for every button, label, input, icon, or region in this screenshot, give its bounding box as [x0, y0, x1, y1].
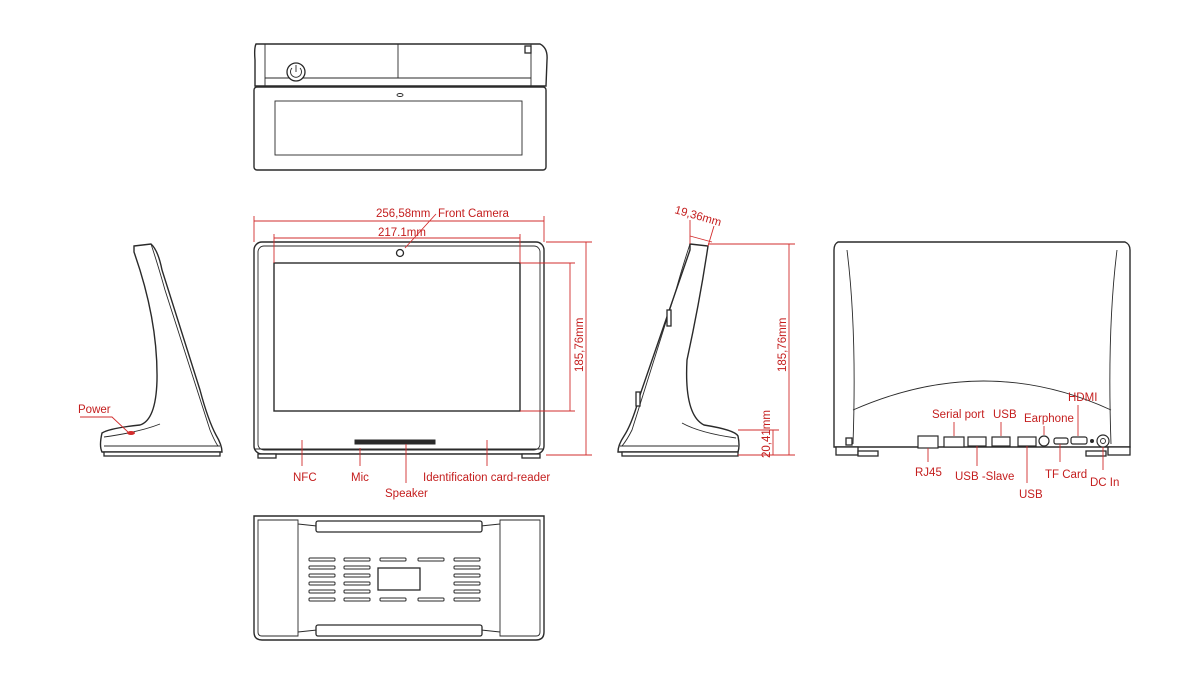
right-side-view: 19,36mm 185,76mm 20,41mm — [617, 204, 795, 458]
vent-slot — [308, 581, 336, 586]
vent-slot — [417, 597, 445, 602]
front-camera — [395, 248, 405, 258]
label-dc-in: DC In — [1090, 477, 1119, 489]
left-side-view: Power — [78, 243, 223, 457]
label-speaker: Speaker — [385, 488, 428, 500]
vent-slot — [453, 581, 481, 586]
serial-port — [943, 436, 965, 448]
bottom-center-plate — [377, 567, 421, 591]
vent-slot — [453, 589, 481, 594]
rear-view: Serial port USB Earphone HDMI RJ45 USB -… — [833, 241, 1131, 501]
label-usb-bottom: USB — [1019, 489, 1043, 501]
label-serial-port: Serial port — [932, 409, 985, 421]
vent-slot — [453, 573, 481, 578]
vent-slots — [308, 557, 481, 602]
label-rj45: RJ45 — [915, 467, 942, 479]
camera-notch — [524, 45, 532, 54]
vent-slot — [379, 557, 407, 562]
usb-port-2 — [1017, 436, 1037, 447]
dim-base-height: 20,41mm — [761, 410, 773, 458]
label-earphone: Earphone — [1024, 413, 1074, 425]
vent-slot — [308, 573, 336, 578]
vent-slot — [308, 557, 336, 562]
dim-front-height: 185,76mm — [574, 318, 586, 372]
tf-card-slot — [1053, 437, 1069, 445]
label-nfc: NFC — [293, 472, 317, 484]
vent-slot — [379, 597, 407, 602]
vent-slot — [417, 557, 445, 562]
label-hdmi: HDMI — [1068, 392, 1097, 404]
vent-slot — [343, 597, 371, 602]
vent-slot — [453, 565, 481, 570]
vent-slot — [308, 589, 336, 594]
speaker-grille — [354, 439, 436, 445]
usb-port-1 — [991, 436, 1011, 447]
label-usb-top: USB — [993, 409, 1017, 421]
hdmi-port — [1070, 436, 1088, 445]
label-id-card-reader: Identification card-reader — [423, 472, 550, 484]
vent-slot — [343, 557, 371, 562]
vent-slot — [343, 589, 371, 594]
dim-screen-width: 217.1mm — [378, 227, 426, 239]
bottom-view — [253, 515, 545, 641]
vent-slot — [308, 565, 336, 570]
label-usb-slave: USB -Slave — [955, 471, 1014, 483]
earphone-jack — [1038, 435, 1050, 447]
dim-depth: 19,36mm — [673, 204, 722, 229]
label-power: Power — [78, 404, 111, 416]
label-tf-card: TF Card — [1045, 469, 1087, 481]
vent-slot — [453, 557, 481, 562]
front-view: 256,58mm 217.1mm Front Camera 185,76mm N… — [253, 208, 592, 500]
rj45-port — [917, 435, 939, 449]
label-mic: Mic — [351, 472, 369, 484]
dim-side-height: 185,76mm — [777, 318, 789, 372]
power-button-marker — [127, 431, 135, 435]
vent-slot — [343, 565, 371, 570]
top-view — [253, 43, 548, 171]
vent-slot — [343, 581, 371, 586]
dim-total-width: 256,58mm — [376, 208, 430, 220]
label-front-camera: Front Camera — [438, 208, 510, 220]
usb-slave-port — [967, 436, 987, 447]
vent-slot — [453, 597, 481, 602]
dc-in-port — [1096, 434, 1110, 448]
vent-slot — [343, 573, 371, 578]
vent-slot — [308, 597, 336, 602]
